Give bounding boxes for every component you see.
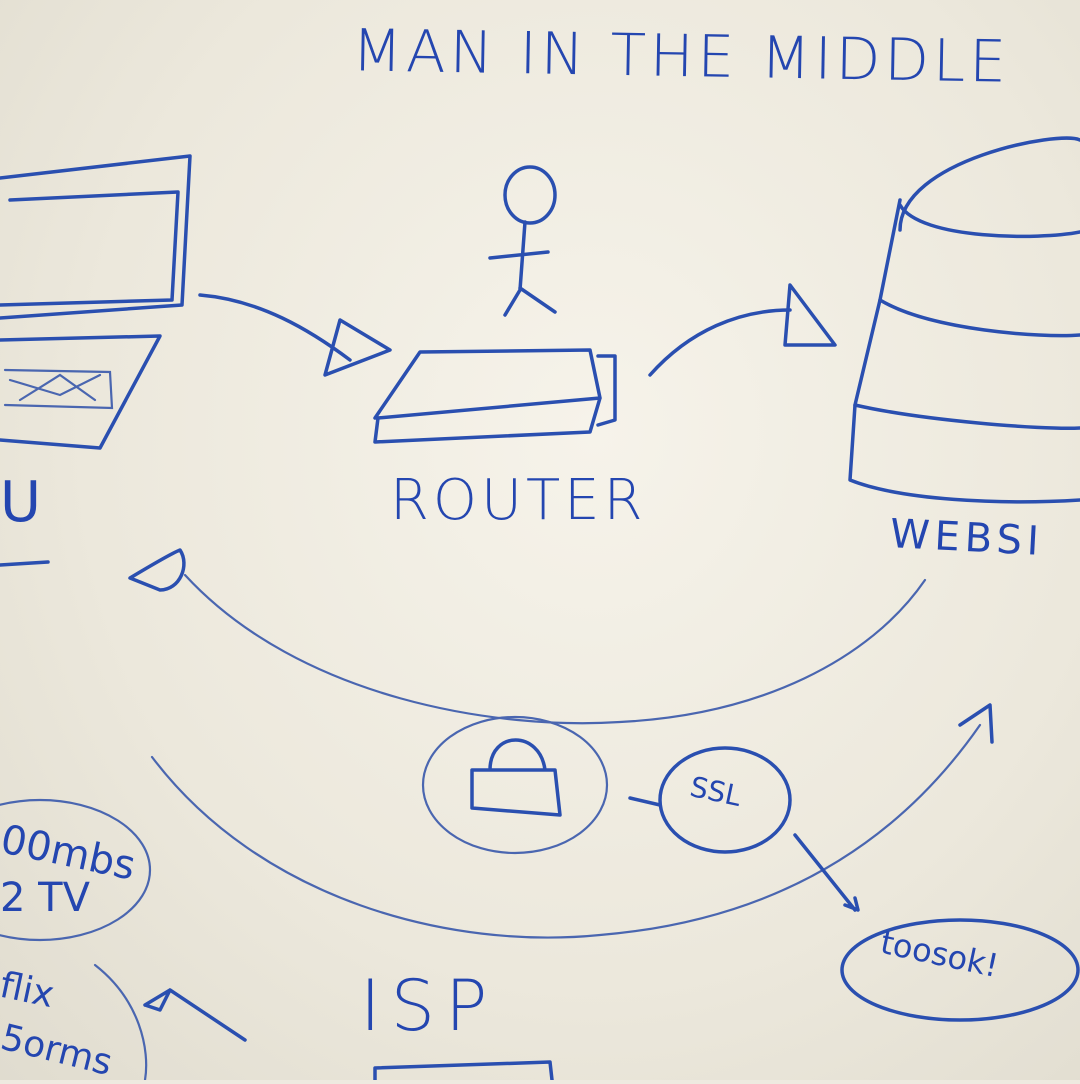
underline	[0, 560, 50, 567]
flix-bubble	[93, 963, 148, 1080]
arrows	[128, 283, 994, 1042]
lock-icon	[421, 715, 609, 855]
isp-box	[373, 1060, 554, 1080]
ok-bubble	[840, 918, 1080, 1022]
diagram-title: MAN IN THE MIDDLE	[351, 16, 1011, 96]
speed-bubble	[0, 798, 152, 942]
router-label: ROUTER	[390, 468, 647, 533]
ssl-bubble	[658, 746, 792, 854]
isp-label: ISP	[360, 965, 498, 1047]
tv-note: 2 TV	[0, 875, 90, 921]
attacker-stick-figure-icon	[488, 165, 557, 317]
laptop-icon	[0, 154, 192, 450]
you-label: U	[0, 470, 41, 535]
website-label: WEBSI	[888, 511, 1045, 565]
router-icon	[373, 348, 617, 444]
server-database-icon	[848, 136, 1080, 504]
